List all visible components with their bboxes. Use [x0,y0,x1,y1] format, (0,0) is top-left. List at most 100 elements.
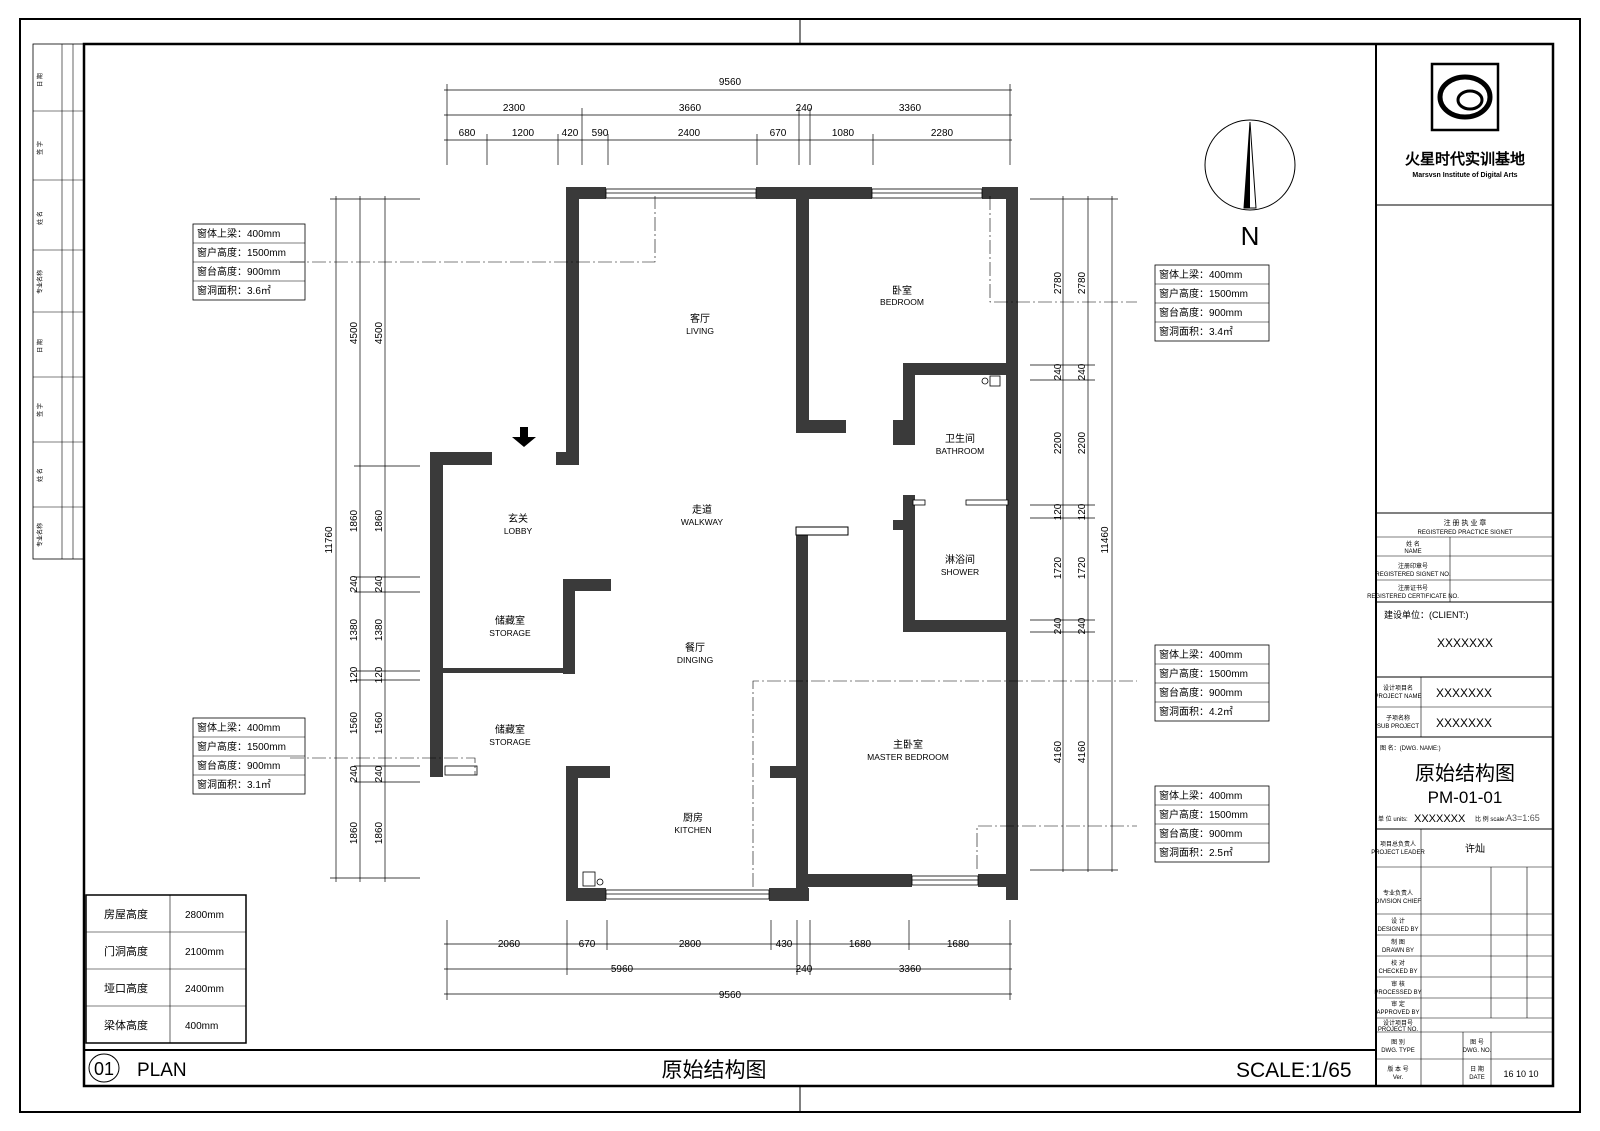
room-label: 走道 [692,503,712,516]
svg-text:专业名称: 专业名称 [36,523,44,547]
svg-text:窗体上梁：400mm: 窗体上梁：400mm [197,721,280,734]
svg-text:1860: 1860 [349,509,360,532]
svg-text:校 对: 校 对 [1391,959,1405,967]
footer-plan: PLAN [137,1060,187,1081]
svg-text:1200: 1200 [512,128,535,139]
svg-text:DRAWN BY: DRAWN BY [1382,948,1414,954]
drawing-name: 原始结构图 [1415,762,1515,785]
svg-text:图 号: 图 号 [1470,1039,1484,1046]
svg-text:240: 240 [1077,617,1088,634]
client-value: XXXXXXX [1437,636,1493,650]
north-arrow-icon: N [1204,119,1296,251]
svg-text:DWG. NO.: DWG. NO. [1463,1048,1492,1054]
svg-text:1720: 1720 [1053,556,1064,579]
wall-bath-top [903,363,1018,375]
svg-text:670: 670 [579,939,596,950]
svg-text:制 图: 制 图 [1391,938,1405,946]
svg-text:1680: 1680 [849,939,872,950]
svg-text:1860: 1860 [349,821,360,844]
svg-text:240: 240 [1077,363,1088,380]
svg-text:窗户高度：1500mm: 窗户高度：1500mm [197,246,286,259]
wall-shower-left [903,495,915,632]
svg-text:2300: 2300 [503,103,526,114]
wall-master-bottom-right [978,874,1018,887]
svg-text:2800mm: 2800mm [185,910,224,921]
svg-text:2400: 2400 [678,128,701,139]
room-label-en: LIVING [686,326,714,336]
wall-lobby-top [430,452,492,465]
heights-table: 房屋高度 2800mm 门洞高度 2100mm 垭口高度 2400mm 梁体高度… [85,894,247,1044]
svg-text:9560: 9560 [719,990,742,1001]
svg-text:11760: 11760 [324,526,335,554]
window-note-5: 窗体上梁：400mm 窗户高度：1500mm 窗台高度：900mm 窗洞面积：2… [1154,785,1270,863]
wall-top-mid [756,187,872,199]
wall-kitchen-bottom-left [566,888,606,901]
svg-text:注 册 执 业 章: 注 册 执 业 章 [1444,518,1487,527]
svg-text:4500: 4500 [349,321,360,344]
svg-text:11460: 11460 [1100,526,1111,554]
footer-title: 原始结构图 [662,1059,767,1082]
svg-text:420: 420 [562,128,579,139]
svg-text:专业名称: 专业名称 [36,270,44,294]
svg-text:1380: 1380 [374,618,385,641]
svg-text:240: 240 [349,765,360,782]
svg-text:2780: 2780 [1053,271,1064,294]
svg-text:590: 590 [592,128,609,139]
wall-kitchen-left [566,766,578,901]
svg-text:4160: 4160 [1053,740,1064,763]
company-name: 火星时代实训基地 [1405,150,1525,168]
svg-text:REGISTERED CERTIFICATE NO.: REGISTERED CERTIFICATE NO. [1367,594,1459,600]
svg-text:240: 240 [1053,617,1064,634]
room-label-en: STORAGE [489,737,531,747]
room-label: 玄关 [508,512,528,525]
svg-text:A3=1:65: A3=1:65 [1506,813,1540,823]
svg-text:XXXXXXX: XXXXXXX [1414,813,1466,825]
svg-text:注册印章号: 注册印章号 [1398,562,1428,570]
svg-text:3360: 3360 [899,964,922,975]
svg-text:审 核: 审 核 [1391,980,1405,988]
svg-text:日 期: 日 期 [1470,1065,1484,1073]
wall-shower-bottom [903,620,1018,632]
svg-text:窗洞面积：4.2㎡: 窗洞面积：4.2㎡ [1159,705,1233,718]
svg-text:设计项目号: 设计项目号 [1383,1019,1413,1027]
svg-text:窗洞面积：3.6㎡: 窗洞面积：3.6㎡ [197,284,271,297]
wall-kitchen-stub [770,766,808,778]
svg-text:窗户高度：1500mm: 窗户高度：1500mm [1159,287,1248,300]
svg-text:窗户高度：1500mm: 窗户高度：1500mm [197,740,286,753]
room-label-en: MASTER BEDROOM [867,752,949,762]
room-label-en: BEDROOM [880,297,924,307]
svg-text:9560: 9560 [719,77,742,88]
dimension-labels: 9560 2300 3660 240 3360 680 1200 420 590… [459,77,970,1001]
company-logo-icon [1430,62,1500,132]
walls [430,187,1018,901]
window-note-2: 窗体上梁：400mm 窗户高度：1500mm 窗台高度：900mm 窗洞面积：3… [1154,264,1270,342]
wall-storage-right [563,579,575,674]
room-label-en: DINGING [677,655,713,665]
svg-text:3660: 3660 [679,103,702,114]
svg-text:姓 名: 姓 名 [36,211,44,225]
footer-number: 01 [94,1059,114,1079]
svg-text:1720: 1720 [1077,556,1088,579]
dimension-lines [330,84,1118,1000]
svg-text:比 例 scale:: 比 例 scale: [1475,815,1506,823]
svg-text:审 定: 审 定 [1391,1000,1405,1008]
svg-text:240: 240 [374,765,385,782]
svg-text:1860: 1860 [374,509,385,532]
windows [444,188,983,900]
wall-bath-stub [893,420,915,445]
svg-text:REGISTERED SIGNET NO.: REGISTERED SIGNET NO. [1375,572,1451,578]
company-name-en: Marsvsn Institute of Digital Arts [1412,172,1517,179]
svg-text:2200: 2200 [1077,431,1088,454]
room-label: 储藏室 [495,723,525,736]
room-label: 主卧室 [893,738,923,751]
room-label: 储藏室 [495,614,525,627]
project-name: XXXXXXX [1436,686,1492,700]
svg-text:门洞高度: 门洞高度 [104,944,148,958]
room-label: 厨房 [683,811,703,824]
svg-text:DWG. TYPE: DWG. TYPE [1381,1048,1415,1054]
svg-text:梁体高度: 梁体高度 [104,1018,148,1032]
room-labels: 客厅 LIVING 卧室 BEDROOM 卫生间 BATHROOM 玄关 LOB… [489,284,984,835]
wall-living-left [566,187,579,455]
window-note-4: 窗体上梁：400mm 窗户高度：1500mm 窗台高度：900mm 窗洞面积：3… [192,717,306,795]
svg-text:设 计: 设 计 [1391,917,1405,925]
